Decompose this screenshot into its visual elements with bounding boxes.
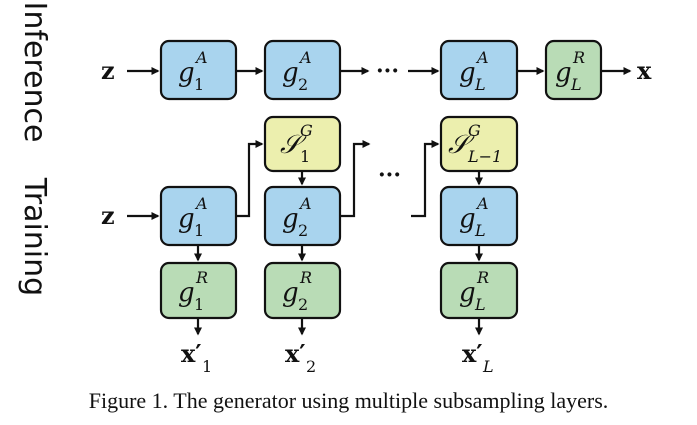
training-edge-g2-next: [340, 140, 371, 218]
training-input-z: z: [101, 201, 115, 230]
training-output-x1: x′1: [181, 339, 212, 376]
inference-input-z: z: [101, 56, 115, 85]
training-edge-prev-SL: [411, 140, 440, 218]
figure-caption: Figure 1. The generator using multiple s…: [88, 388, 609, 413]
training-row-label: Training: [17, 177, 52, 296]
inference-output-x: x: [637, 56, 652, 85]
training-ellipsis: ···: [378, 162, 401, 188]
training-output-xL: x′L: [462, 339, 494, 376]
inference-row-label: Inference: [17, 2, 52, 143]
inference-ellipsis: ···: [376, 58, 399, 84]
training-edge-g1-S2: [236, 140, 264, 218]
training-output-x2: x′2: [285, 339, 316, 376]
